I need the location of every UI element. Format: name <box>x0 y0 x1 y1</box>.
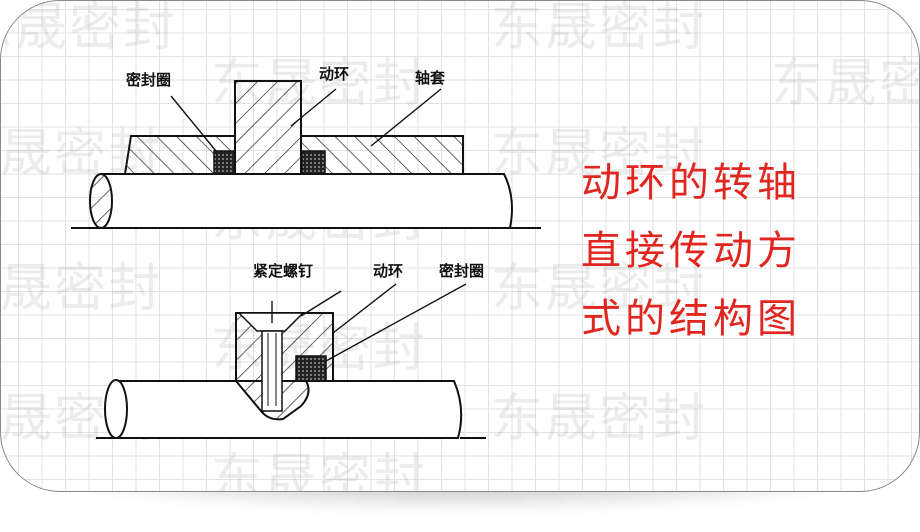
caption: 动环的转轴 直接传动方 式的结构图 <box>581 149 851 353</box>
caption-line: 式的结构图 <box>581 296 801 342</box>
watermark: 东晟密封 <box>491 389 708 449</box>
grid-card: 东晟密封 东晟密封 东晟密封 东晟密封 东晟密封 东晟密封 东晟密封 东晟密封 … <box>0 0 920 492</box>
watermark: 东晟密封 <box>491 259 708 319</box>
watermark: 东晟密封 <box>1 0 178 58</box>
label-seal-ring: 密封圈 <box>439 262 484 280</box>
watermark: 东晟密封 <box>491 124 708 184</box>
bottom-diagram: 紧定螺钉 动环 密封圈 <box>96 262 486 439</box>
watermark: 东晟密封 <box>491 0 708 58</box>
label-set-screw: 紧定螺钉 <box>253 262 313 280</box>
top-diagram: 密封圈 动环 轴套 <box>71 65 541 229</box>
caption-line: 直接传动方 <box>581 228 801 274</box>
seal-structure-diagram: 密封圈 动环 轴套 紧定 <box>71 65 541 439</box>
caption-line: 动环的转轴 <box>581 160 801 206</box>
watermark: 东晟密封 <box>211 449 428 492</box>
watermark: 东晟密封 <box>0 259 163 319</box>
label-seal-ring: 密封圈 <box>126 71 171 89</box>
label-moving-ring: 动环 <box>319 65 349 83</box>
watermark: 东晟密封 <box>771 54 919 114</box>
label-shaft-sleeve: 轴套 <box>415 69 446 87</box>
label-moving-ring: 动环 <box>373 262 403 280</box>
